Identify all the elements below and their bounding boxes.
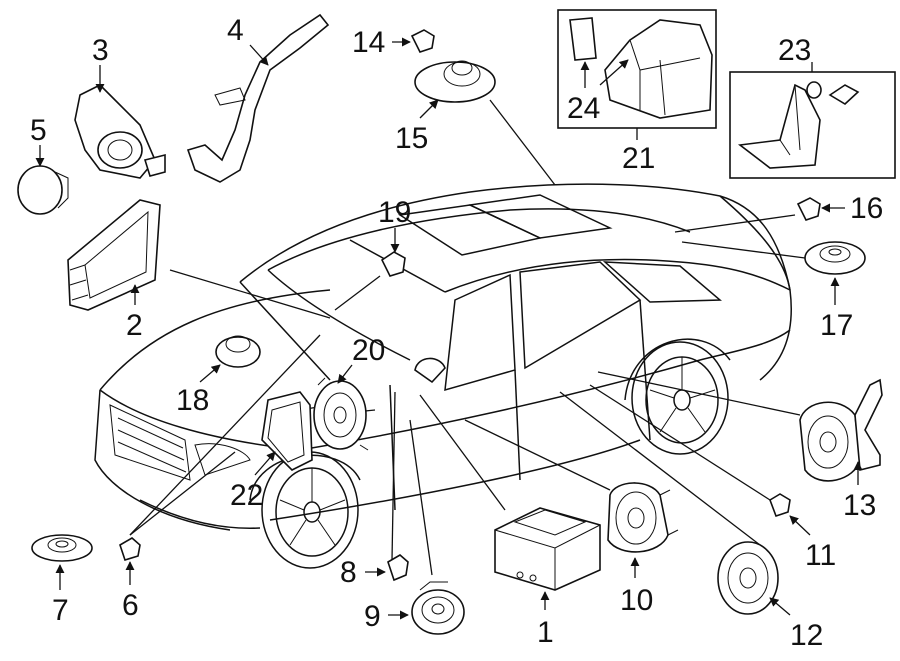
- callout-17: 17: [820, 309, 853, 342]
- part-18-dash-speaker: [215, 335, 261, 368]
- front-wheel: [261, 451, 359, 569]
- callout-2: 2: [126, 309, 143, 342]
- callout-15: 15: [395, 122, 428, 155]
- car-body: [94, 183, 792, 569]
- callout-21: 21: [622, 142, 655, 175]
- part-9-speaker: [411, 581, 465, 635]
- part-3-tweeter-bracket: [74, 84, 166, 179]
- part-10-door-speaker: [607, 482, 679, 553]
- part-13-subwoofer: [799, 378, 883, 482]
- callout-labels: 1 2 3 4 5 6 7 8 9 10 11 12 13 14 15 16 1…: [30, 14, 883, 652]
- part-1-audio-module: [494, 507, 601, 591]
- part-7-tweeter: [31, 534, 93, 562]
- callout-5: 5: [30, 114, 47, 147]
- part-15-roof-speaker: [414, 60, 496, 103]
- callout-23: 23: [778, 34, 811, 67]
- callout-13: 13: [843, 489, 876, 522]
- part-16-clip: [796, 197, 821, 221]
- part-12-rear-door-speaker: [717, 541, 779, 615]
- callout-3: 3: [92, 34, 109, 67]
- part-11-clip: [769, 493, 791, 518]
- callout-11: 11: [805, 539, 836, 572]
- callout-4: 4: [227, 14, 244, 47]
- part-22-enclosure: [261, 391, 313, 471]
- part-4-harness: [186, 13, 330, 183]
- callout-1: 1: [537, 616, 554, 649]
- callout-14: 14: [352, 26, 385, 59]
- part-8-clip: [387, 554, 409, 582]
- part-23-group-box: [729, 71, 896, 179]
- callout-arrows: [35, 37, 863, 620]
- callout-16: 16: [850, 192, 883, 225]
- part-17-rear-shelf-speaker: [804, 241, 866, 275]
- callout-10: 10: [620, 584, 653, 617]
- part-2-display-screen: [67, 199, 161, 311]
- callout-8: 8: [340, 556, 357, 589]
- part-19-clip: [380, 251, 406, 277]
- callout-7: 7: [52, 594, 69, 627]
- callout-19: 19: [378, 196, 411, 229]
- callout-24: 24: [567, 92, 600, 125]
- callout-22: 22: [230, 479, 263, 512]
- part-14-clip: [410, 29, 435, 53]
- part-6-clip: [119, 537, 141, 561]
- callout-12: 12: [790, 619, 823, 652]
- rear-wheel: [631, 341, 729, 455]
- callout-20: 20: [352, 334, 385, 367]
- part-5-cover-cap: [17, 165, 69, 215]
- callout-9: 9: [364, 600, 381, 633]
- callout-18: 18: [176, 384, 209, 417]
- callout-6: 6: [122, 589, 139, 622]
